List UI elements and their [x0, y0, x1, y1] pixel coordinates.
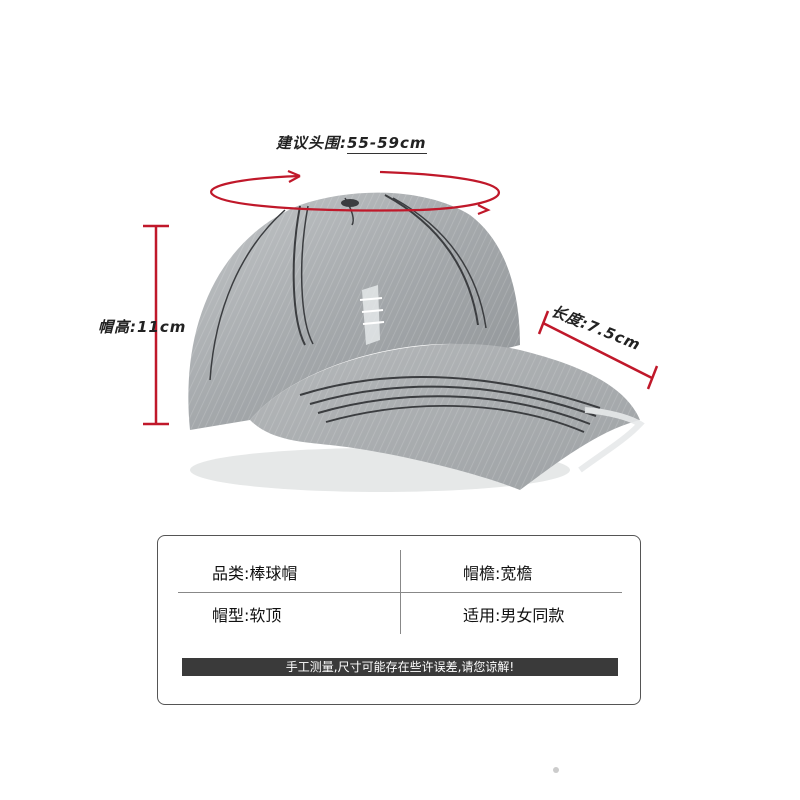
circumference-value: 55-59cm: [347, 134, 427, 154]
measurement-notice: 手工测量,尺寸可能存在些许误差,请您谅解!: [182, 658, 618, 676]
height-dimension: [143, 224, 169, 426]
spec-divider-vertical: [400, 550, 401, 634]
spec-crown-type: 帽型:软顶: [212, 606, 282, 625]
frayed-brim-edge: [578, 407, 645, 473]
circumference-label-text: 建议头围:: [276, 134, 347, 152]
height-label-text: 帽高:: [98, 318, 137, 336]
height-label: 帽高:11cm: [98, 316, 186, 337]
decor-dot: [553, 767, 559, 773]
circumference-label: 建议头围:55-59cm: [276, 132, 427, 154]
crown-seam-side: [384, 194, 479, 326]
spec-suitable-for: 适用:男女同款: [463, 606, 565, 625]
spec-brim-type: 帽檐:宽檐: [463, 564, 533, 583]
spec-table: 品类:棒球帽 帽檐:宽檐 帽型:软顶 适用:男女同款 手工测量,尺寸可能存在些许…: [157, 535, 641, 705]
brim-length-dimension: [537, 310, 659, 390]
height-value: 11cm: [137, 318, 187, 336]
cap-button: [341, 199, 359, 207]
brim-stitching: [299, 375, 601, 409]
crown-seam-front: [292, 205, 306, 346]
spec-category: 品类:棒球帽: [212, 564, 298, 583]
circumference-arrow: [210, 170, 500, 212]
